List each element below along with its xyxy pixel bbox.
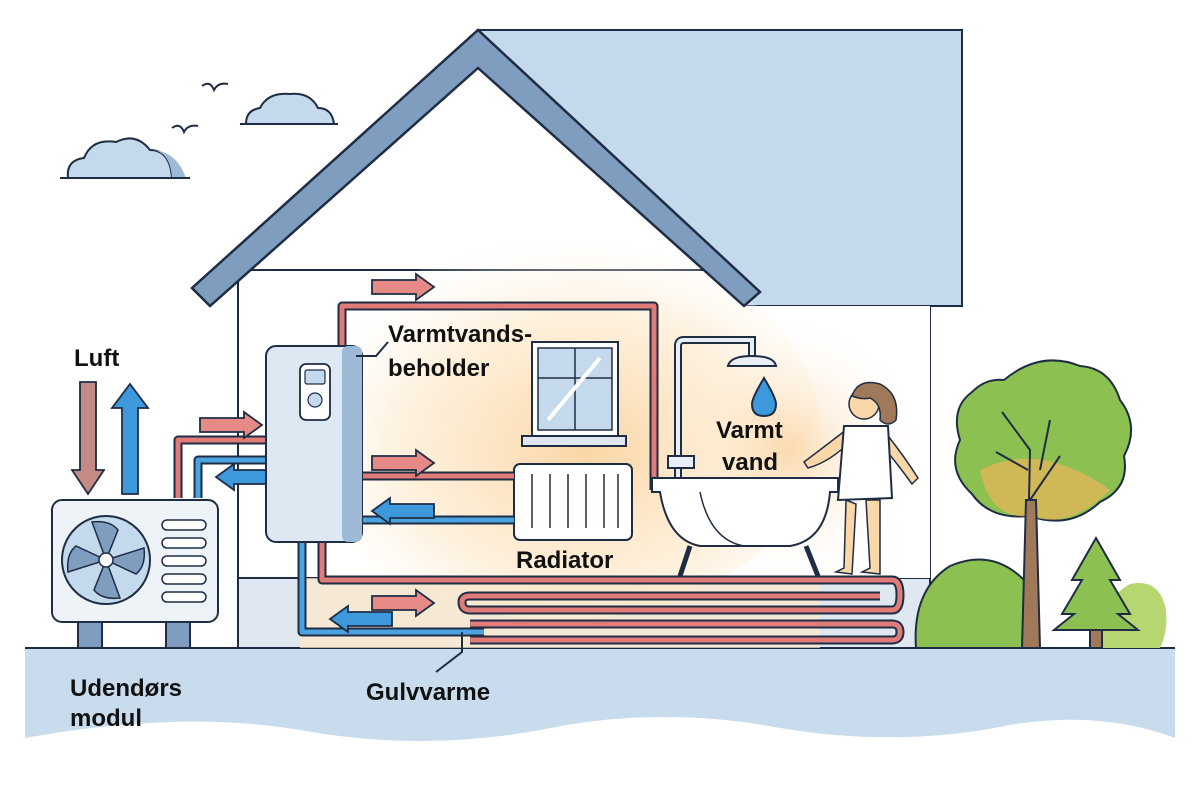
tree-icon <box>954 359 1132 649</box>
roof <box>190 28 762 308</box>
cloud-icon <box>240 92 338 125</box>
ground-wave <box>25 648 1175 741</box>
hot-pipes-fill <box>175 303 903 613</box>
cloud-icon <box>60 137 190 179</box>
hot-arrows <box>199 272 436 618</box>
hot-water-tank <box>265 345 363 543</box>
tank-leader-line <box>356 341 389 357</box>
window <box>521 341 627 447</box>
label-radiator: Radiator <box>516 547 613 574</box>
water-drop-icon <box>750 376 778 418</box>
label-hot-water-line2: vand <box>722 449 778 476</box>
label-outdoor-line1: Udendørs <box>70 675 182 702</box>
radiator <box>513 463 633 541</box>
pine-icon <box>1051 535 1141 649</box>
shower-icon <box>667 336 778 480</box>
woman-figure <box>802 381 919 575</box>
bathtub <box>651 477 839 577</box>
floor-heating-leader <box>435 632 463 673</box>
label-air: Luft <box>74 345 119 372</box>
bird-icon <box>171 124 199 135</box>
label-outdoor-line2: modul <box>70 705 142 732</box>
label-tank-line1: Varmtvands- <box>388 321 532 348</box>
air-down-arrow <box>70 381 106 496</box>
vent-slats <box>161 519 207 603</box>
control-panel-icon <box>299 363 331 421</box>
fan-icon <box>61 515 151 605</box>
bird-icon <box>201 82 229 93</box>
floor-heating-loop <box>470 621 903 643</box>
label-tank-line2: beholder <box>388 355 489 382</box>
air-up-arrow <box>110 382 150 495</box>
label-floor-heating: Gulvvarme <box>366 679 490 706</box>
bush <box>914 558 1038 649</box>
label-hot-water-line1: Varmt <box>716 417 783 444</box>
outdoor-unit <box>51 499 219 649</box>
